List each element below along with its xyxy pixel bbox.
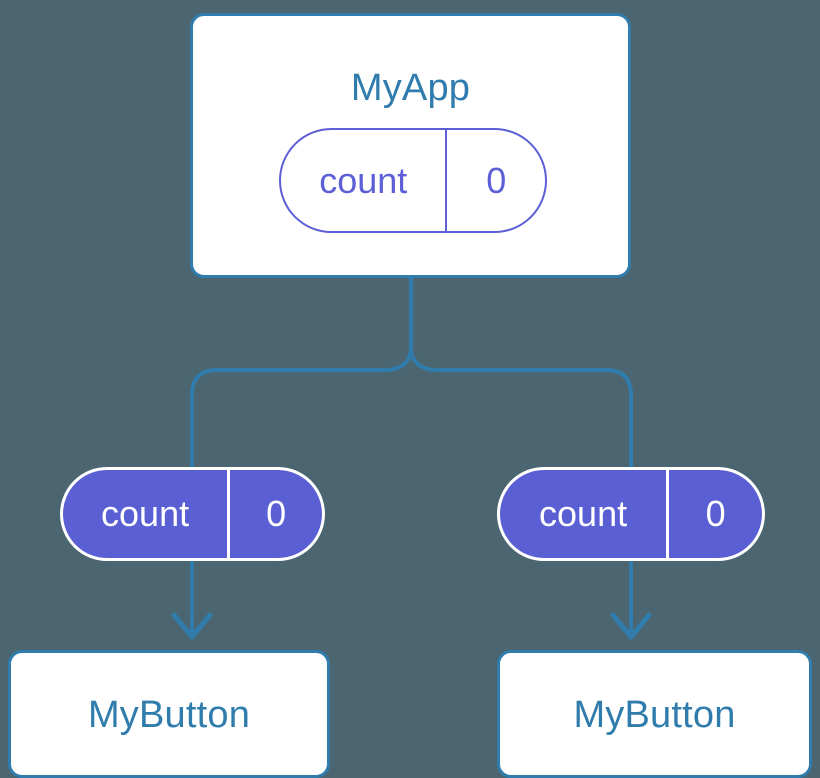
branch-connector-right [409, 347, 633, 632]
arrowhead-right [610, 612, 652, 640]
state-pill-child-left[interactable]: count 0 [60, 467, 325, 561]
component-box-mybutton-right[interactable]: MyButton [497, 650, 812, 778]
component-label-myapp: MyApp [350, 67, 471, 109]
component-label-mybutton-right: MyButton [573, 694, 736, 736]
branch-connector-left [190, 347, 413, 632]
component-box-myapp[interactable]: MyApp count 0 [190, 13, 631, 278]
state-pill-root[interactable]: count 0 [279, 128, 547, 233]
state-key-child-right: count [539, 493, 628, 534]
state-value-root: 0 [445, 130, 545, 231]
state-value-child-right: 0 [666, 470, 762, 558]
state-key-child-left: count [101, 493, 190, 534]
state-key-root: count [319, 159, 408, 201]
arrowhead-left [171, 612, 213, 640]
state-value-child-left: 0 [227, 470, 322, 558]
component-box-mybutton-left[interactable]: MyButton [8, 650, 330, 778]
component-label-mybutton-left: MyButton [87, 694, 251, 736]
state-pill-child-right[interactable]: count 0 [497, 467, 765, 561]
